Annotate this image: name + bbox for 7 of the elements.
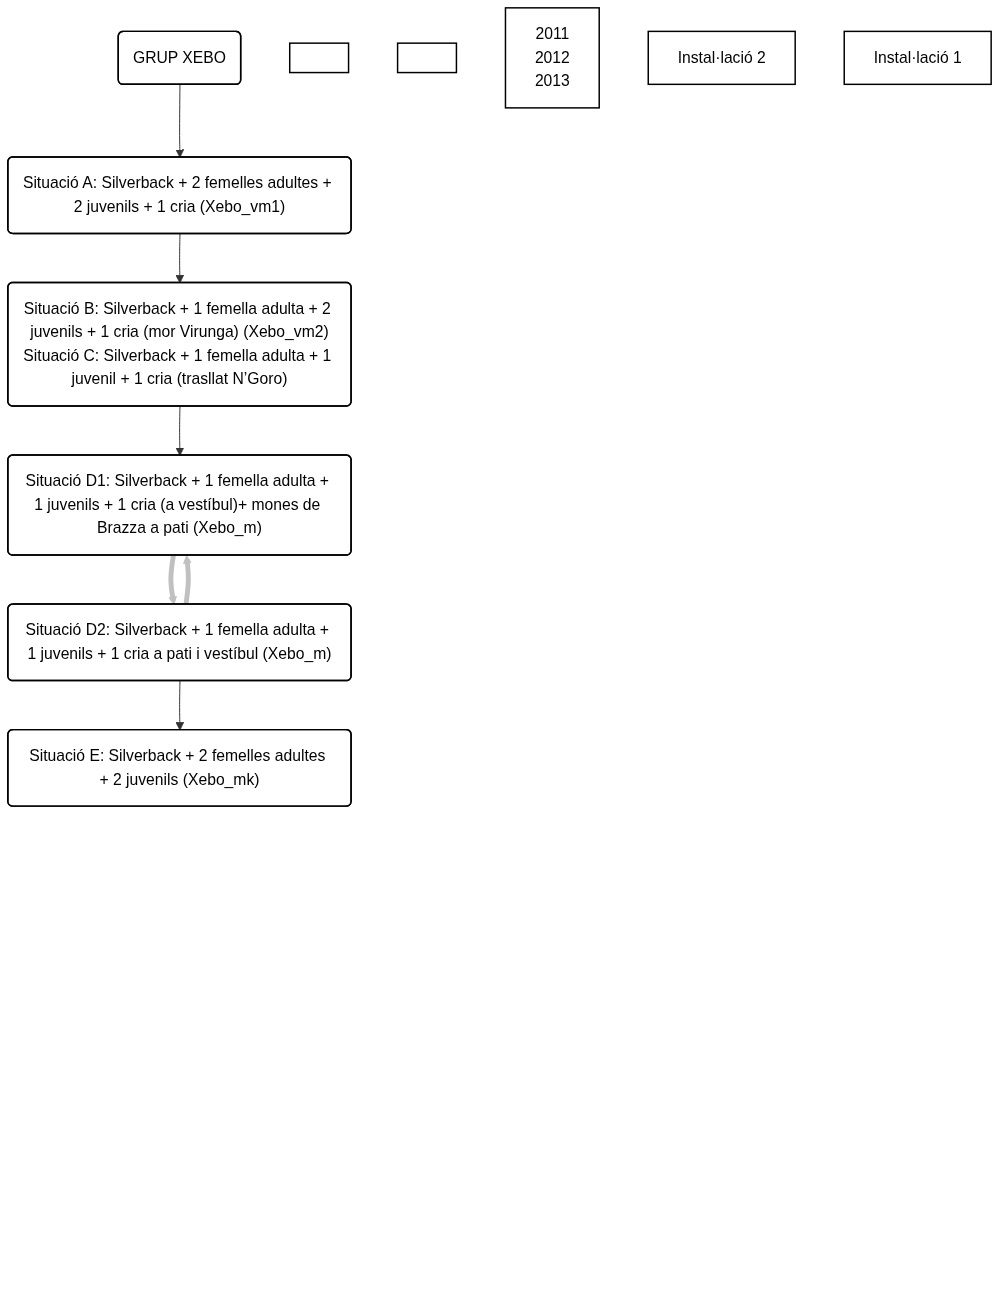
node-box: 2011 2012 2013: [504, 7, 600, 109]
arrow: [168, 555, 177, 605]
node-box: [396, 42, 458, 74]
node-box: Instal·lació 2: [647, 30, 796, 86]
node-box: Instal·lació 1: [843, 30, 992, 86]
node-box: [289, 42, 350, 74]
arrow: [183, 555, 192, 605]
